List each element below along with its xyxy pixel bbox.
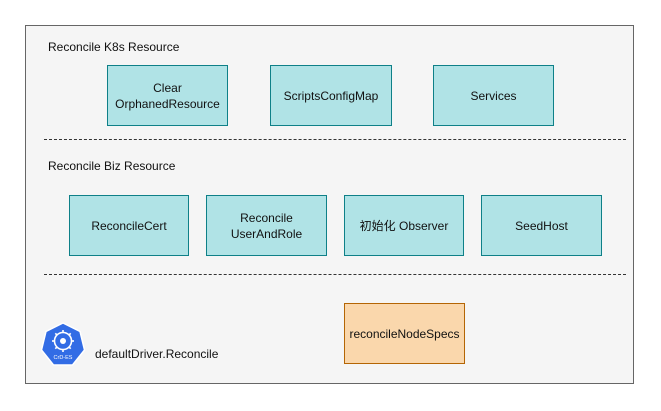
box-label: Clear OrphanedResource: [115, 80, 220, 111]
kubernetes-logo-icon: CrD-ES: [40, 322, 86, 368]
reconcile-user-and-role-box[interactable]: Reconcile UserAndRole: [206, 195, 327, 256]
section-divider-1: [44, 139, 626, 140]
box-label: reconcileNodeSpecs: [349, 326, 460, 341]
reconcile-node-specs-box[interactable]: reconcileNodeSpecs: [344, 303, 465, 364]
services-box[interactable]: Services: [433, 65, 554, 126]
section-title-biz: Reconcile Biz Resource: [48, 159, 176, 173]
init-observer-box[interactable]: 初始化 Observer: [344, 195, 464, 256]
box-label: 初始化 Observer: [359, 218, 449, 233]
box-label: Services: [470, 88, 517, 103]
section-divider-2: [44, 274, 626, 275]
reconcile-function-label: defaultDriver.Reconcile: [95, 347, 219, 361]
section-title-k8s: Reconcile K8s Resource: [48, 40, 180, 54]
box-label: SeedHost: [515, 218, 568, 233]
logo-text: CrD-ES: [54, 355, 73, 361]
box-label: ReconcileCert: [91, 218, 167, 233]
clear-orphaned-resource-box[interactable]: Clear OrphanedResource: [107, 65, 228, 126]
scripts-configmap-box[interactable]: ScriptsConfigMap: [270, 65, 392, 126]
box-label: ScriptsConfigMap: [283, 88, 379, 103]
box-label: Reconcile UserAndRole: [230, 210, 303, 241]
reconcile-cert-box[interactable]: ReconcileCert: [69, 195, 189, 256]
seed-host-box[interactable]: SeedHost: [481, 195, 602, 256]
